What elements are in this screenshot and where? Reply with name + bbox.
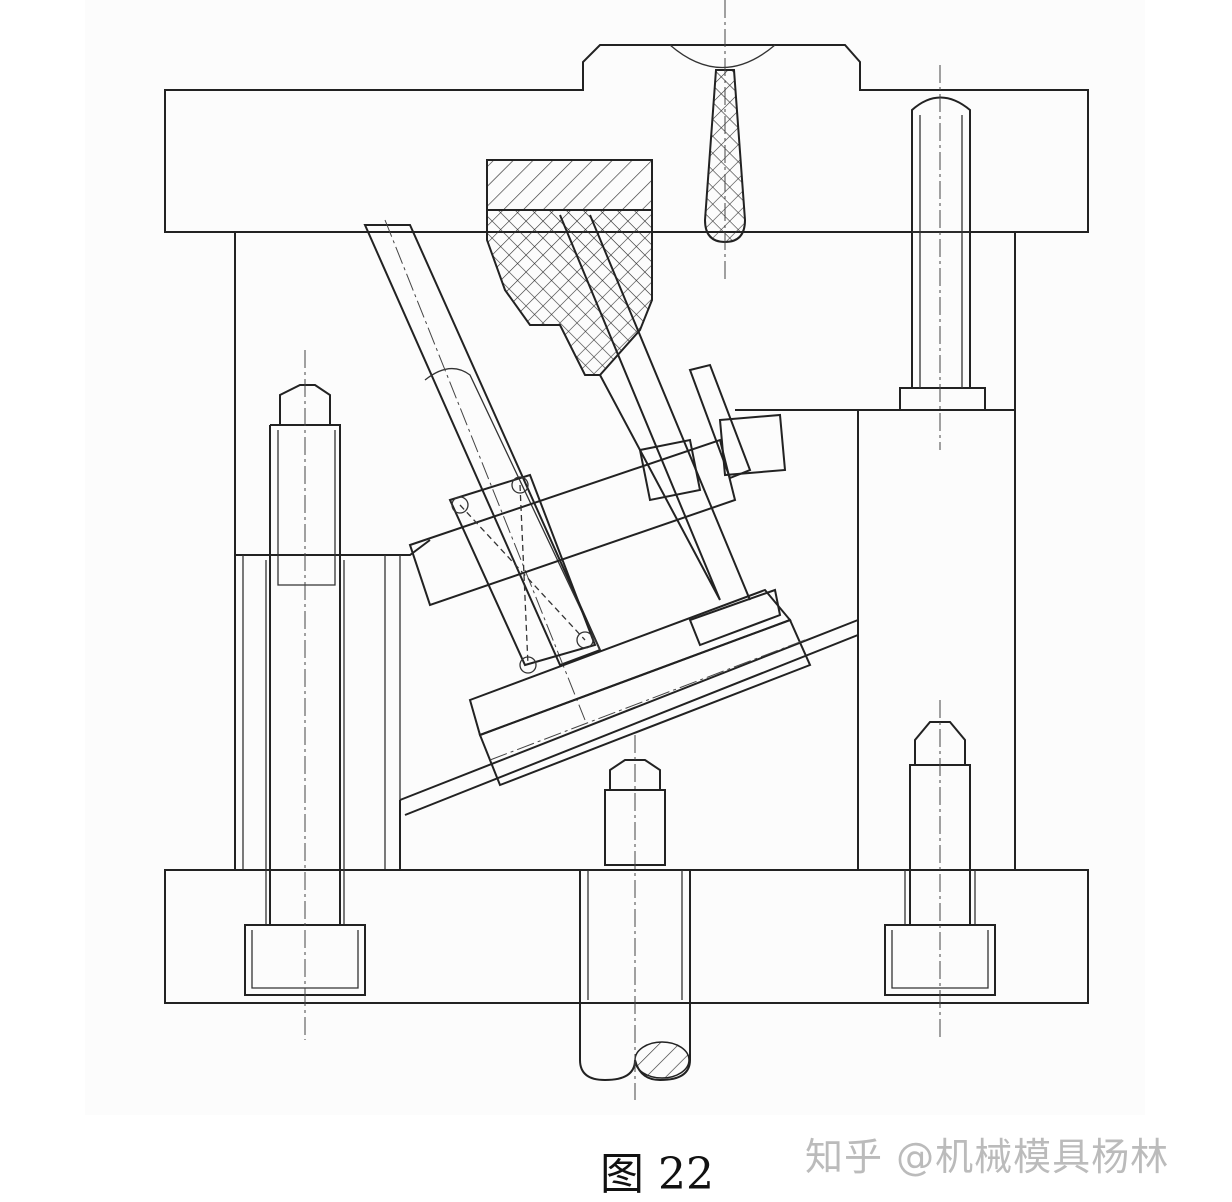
core-insert: [486, 159, 787, 601]
sprue: [703, 0, 747, 280]
ejector-rod: [579, 735, 691, 1100]
watermark: 知乎 @机械模具杨林: [805, 1135, 1170, 1179]
right-bottom-bolt: [884, 700, 996, 1040]
slide-block: [408, 438, 737, 674]
mold-plates: [234, 232, 1016, 870]
figure-caption: 图 22: [600, 1149, 714, 1200]
left-guide-bolt: [244, 350, 366, 1040]
right-guide-pin: [899, 65, 986, 450]
bottom-clamp-plate: [164, 869, 1089, 1004]
ejector-plates: [468, 588, 812, 787]
top-clamp-plate: [164, 44, 1089, 233]
angled-lifter: [363, 219, 602, 721]
mold-assembly-drawing: [164, 0, 1089, 1100]
